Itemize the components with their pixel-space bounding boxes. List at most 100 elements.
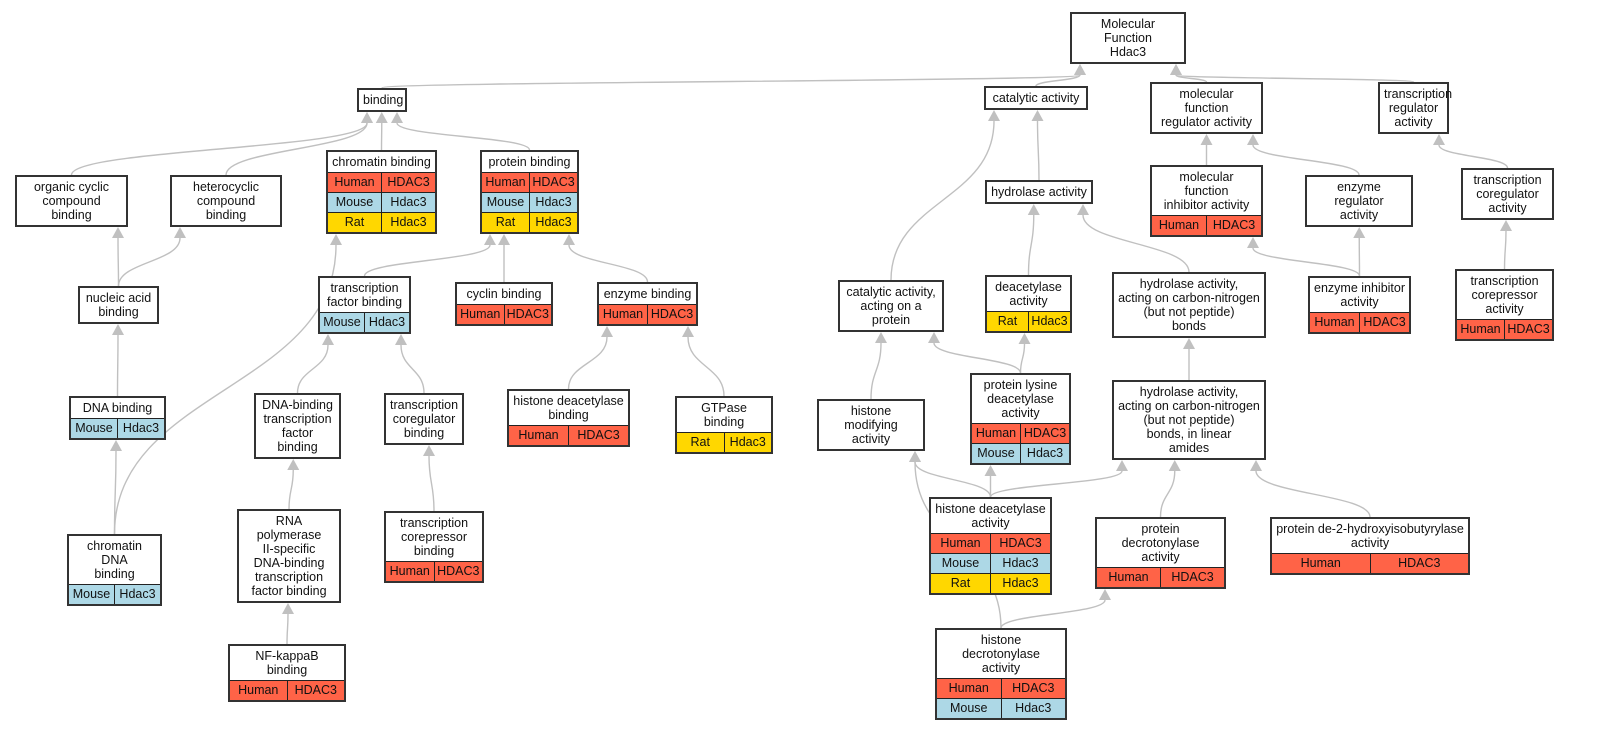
gene-cell: Hdac3 bbox=[381, 193, 435, 212]
go-term-node[interactable]: hydrolase activity bbox=[985, 180, 1093, 204]
gene-cell: Hdac3 bbox=[529, 193, 577, 212]
arrowhead-icon bbox=[601, 326, 613, 337]
arrowhead-icon bbox=[498, 234, 510, 245]
arrowhead-icon bbox=[1116, 460, 1128, 471]
gene-cell: HDAC3 bbox=[568, 426, 628, 445]
species-gene-row: Mouse Hdac3 bbox=[937, 698, 1065, 718]
edge-line bbox=[870, 342, 882, 400]
gene-cell: HDAC3 bbox=[1020, 424, 1069, 443]
term-label: cyclin binding bbox=[457, 284, 551, 304]
species-gene-row: Mouse Hdac3 bbox=[328, 192, 435, 212]
term-label: transcription regulator activity bbox=[1380, 84, 1452, 132]
arrowhead-icon bbox=[110, 440, 122, 451]
species-cell: Rat bbox=[997, 314, 1018, 328]
arrowhead-icon bbox=[909, 451, 921, 462]
go-term-node[interactable]: catalytic activity, acting on a protein bbox=[838, 280, 944, 332]
species-cell: Mouse bbox=[949, 701, 988, 715]
arrowhead-icon bbox=[1074, 64, 1086, 75]
go-term-node[interactable]: RNA polymerase II-specific DNA-binding t… bbox=[237, 509, 341, 603]
arrowhead-icon bbox=[1168, 460, 1181, 471]
go-term-node[interactable]: protein de-2-hydroxyisobutyrylase activi… bbox=[1270, 517, 1470, 575]
term-label: transcription corepressor activity bbox=[1457, 271, 1552, 319]
go-term-node[interactable]: histone modifying activity bbox=[817, 399, 925, 451]
gene-cell: HDAC3 bbox=[1504, 320, 1552, 339]
term-label: molecular function regulator activity bbox=[1152, 84, 1261, 132]
term-label: heterocyclic compound binding bbox=[172, 177, 280, 225]
species-cell: Human bbox=[602, 307, 644, 321]
edge-line bbox=[225, 122, 368, 176]
go-term-node[interactable]: transcription coregulator activity bbox=[1461, 168, 1554, 220]
arrowhead-icon bbox=[287, 459, 300, 470]
edge-line bbox=[687, 336, 725, 397]
species-cell: Human bbox=[1108, 570, 1149, 584]
go-term-node[interactable]: hydrolase activity, acting on carbon-nit… bbox=[1112, 380, 1266, 460]
go-term-node[interactable]: hydrolase activity, acting on carbon-nit… bbox=[1112, 272, 1266, 338]
term-label: histone modifying activity bbox=[819, 401, 923, 449]
species-gene-row: Human HDAC3 bbox=[509, 425, 628, 445]
gene-cell: Hdac3 bbox=[1000, 699, 1066, 718]
term-label: protein de-2-hydroxyisobutyrylase activi… bbox=[1272, 519, 1468, 553]
species-cell: Human bbox=[485, 175, 526, 189]
arrowhead-icon bbox=[928, 332, 940, 343]
go-term-node[interactable]: transcription regulator activity bbox=[1378, 82, 1452, 134]
gene-cell: HDAC3 bbox=[1206, 216, 1261, 235]
go-term-node[interactable]: organic cyclic compound binding bbox=[15, 175, 128, 227]
go-term-node[interactable]: enzyme regulator activity bbox=[1305, 175, 1413, 227]
species-cell: Human bbox=[389, 564, 430, 578]
go-term-node[interactable]: Molecular Function Hdac3 bbox=[1070, 12, 1186, 64]
species-cell: Human bbox=[1158, 218, 1200, 232]
edge-line bbox=[70, 122, 368, 176]
go-term-node[interactable]: heterocyclic compound binding bbox=[170, 175, 282, 227]
gene-cell: Hdac3 bbox=[364, 313, 409, 332]
gene-cell: HDAC3 bbox=[1369, 554, 1469, 573]
species-cell: Human bbox=[940, 536, 981, 550]
term-label: molecular function inhibitor activity bbox=[1152, 167, 1261, 215]
species-cell: Rat bbox=[495, 215, 516, 229]
term-label: enzyme inhibitor activity bbox=[1310, 278, 1409, 312]
arrowhead-icon bbox=[1027, 204, 1040, 215]
species-cell: Human bbox=[238, 683, 279, 697]
species-cell: Mouse bbox=[72, 587, 111, 601]
go-term-node[interactable]: nucleic acid binding bbox=[78, 286, 159, 324]
go-term-node[interactable]: molecular function regulator activity bbox=[1150, 82, 1263, 134]
species-cell: Human bbox=[518, 428, 559, 442]
term-label: protein lysine deacetylase activity bbox=[972, 375, 1069, 423]
go-term-node[interactable]: catalytic activity bbox=[984, 86, 1088, 110]
go-term-node[interactable]: binding bbox=[357, 88, 407, 112]
go-term-node[interactable]: transcription coregulator binding bbox=[384, 393, 464, 445]
species-cell: Rat bbox=[344, 215, 365, 229]
edge-line bbox=[286, 613, 289, 645]
term-label: hydrolase activity, acting on carbon-nit… bbox=[1114, 274, 1264, 336]
term-label: DNA binding bbox=[71, 398, 164, 418]
go-term-node[interactable]: DNA-binding transcription factor binding bbox=[254, 393, 341, 459]
species-cell: Mouse bbox=[335, 195, 374, 209]
